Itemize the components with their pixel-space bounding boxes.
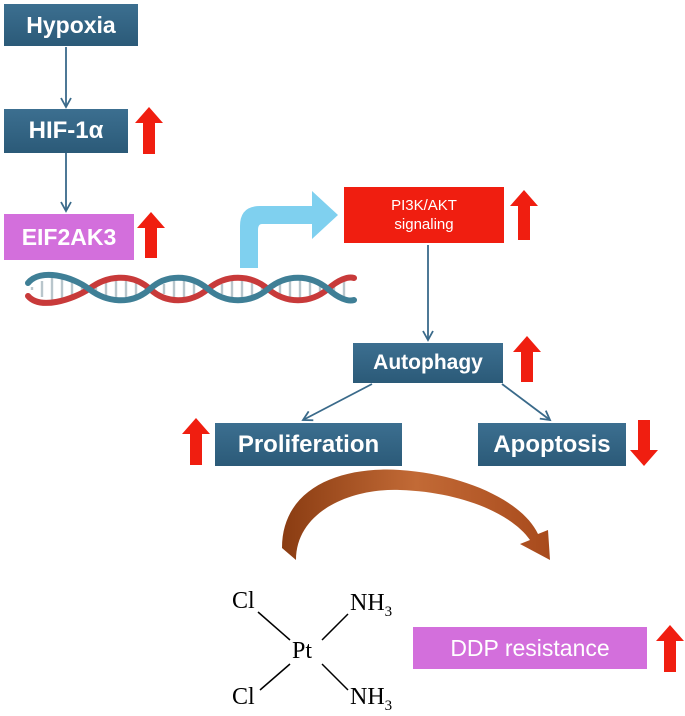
dna-helix <box>25 272 357 306</box>
hif-up-arrow <box>135 107 163 154</box>
apoptosis-down-arrow <box>630 420 658 466</box>
node-proliferation-label: Proliferation <box>237 430 380 458</box>
cisplatin-bonds <box>257 611 349 691</box>
node-apoptosis: Apoptosis <box>478 423 626 466</box>
cl-bottom-label: Cl <box>232 684 255 710</box>
nh-top-subscript: 3 <box>384 603 393 620</box>
connector-autophagy-proliferation <box>301 383 373 422</box>
node-hif-label: HIF-1α <box>28 117 104 144</box>
bent-arrow <box>240 191 338 268</box>
node-apoptosis-label: Apoptosis <box>493 430 611 458</box>
node-pi3k-label-line2: signaling <box>394 216 454 233</box>
autophagy-up-arrow <box>513 336 541 382</box>
nh3-top-label: NH3 <box>350 590 392 621</box>
node-eif: EIF2AK3 <box>4 214 134 260</box>
pt-label: Pt <box>292 638 313 664</box>
cl-top-label: Cl <box>232 588 255 614</box>
nh-top-text: NH <box>350 590 385 616</box>
node-hif: HIF-1α <box>4 109 128 153</box>
node-ddp-label: DDP resistance <box>450 634 610 661</box>
node-pi3k-label-line1: PI3K/AKT <box>391 197 457 214</box>
indicators <box>135 107 684 672</box>
node-ddp-resistance: DDP resistance <box>413 627 647 669</box>
curved-arrow <box>282 469 550 560</box>
ddp-up-arrow <box>656 625 684 672</box>
nh-bottom-subscript: 3 <box>384 697 393 714</box>
nh-bottom-text: NH <box>350 684 385 710</box>
node-autophagy: Autophagy <box>353 343 503 383</box>
node-hypoxia-label: Hypoxia <box>26 11 116 38</box>
eif-up-arrow <box>137 212 165 258</box>
node-proliferation: Proliferation <box>215 423 402 466</box>
node-hypoxia: Hypoxia <box>4 4 138 46</box>
connectors <box>60 47 552 422</box>
pi3k-up-arrow <box>510 190 538 240</box>
node-autophagy-label: Autophagy <box>373 351 483 374</box>
node-pi3k: PI3K/AKT signaling <box>344 187 504 243</box>
connector-autophagy-apoptosis <box>501 383 552 422</box>
nh3-bottom-label: NH3 <box>350 684 392 715</box>
proliferation-up-arrow <box>182 418 210 465</box>
node-eif-label: EIF2AK3 <box>21 223 117 250</box>
